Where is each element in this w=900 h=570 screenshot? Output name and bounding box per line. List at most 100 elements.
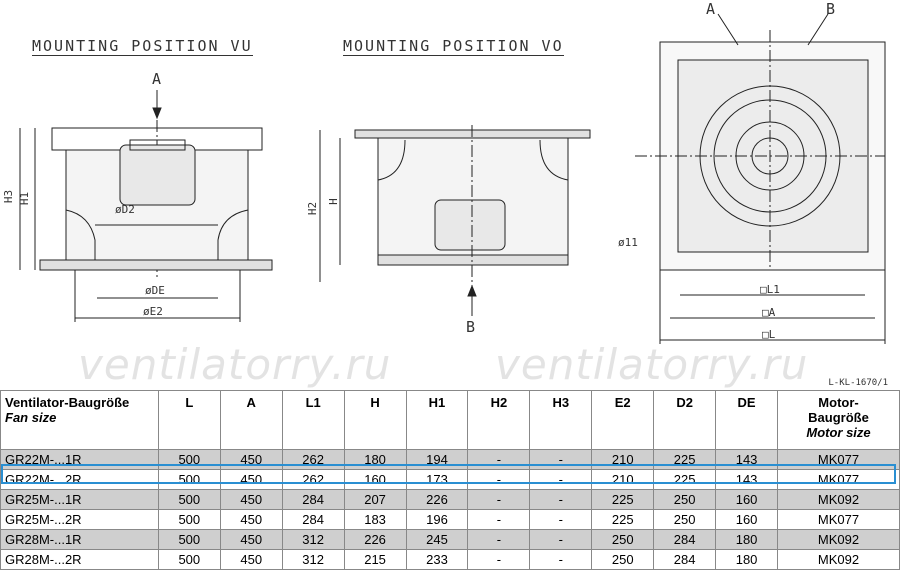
label-h1: H1: [18, 191, 32, 206]
table-cell: 210: [591, 469, 655, 490]
table-cell: 180: [715, 529, 779, 550]
label-h3: H3: [2, 189, 16, 204]
label-l: □L: [762, 328, 776, 341]
label-b-top: B: [826, 0, 836, 18]
table-cell-fan-size: GR25M-...2R: [0, 509, 159, 530]
label-e2: øE2: [143, 305, 163, 318]
table-cell: 160: [715, 509, 779, 530]
header-e2: E2: [591, 390, 655, 450]
table-cell: 500: [157, 489, 221, 510]
table-cell: MK092: [777, 529, 900, 550]
table-cell: 500: [157, 449, 221, 470]
table-cell: 500: [157, 469, 221, 490]
view-vo-drawing: [319, 125, 591, 316]
label-h2: H2: [306, 201, 320, 216]
table-cell: 245: [405, 529, 469, 550]
label-de: øDE: [145, 284, 165, 297]
table-cell: 143: [715, 449, 779, 470]
label-hole-diameter: ø11: [618, 236, 638, 249]
table-cell: 194: [405, 449, 469, 470]
header-d2: D2: [653, 390, 717, 450]
table-cell: 215: [343, 549, 407, 570]
watermark-left: ventilatorry.ru: [78, 340, 392, 389]
table-cell: 450: [219, 509, 283, 530]
label-a-top: A: [706, 0, 716, 18]
technical-drawing: [19, 13, 886, 344]
table-cell: 262: [281, 449, 345, 470]
table-cell: 160: [343, 469, 407, 490]
watermark-right: ventilatorry.ru: [495, 340, 809, 389]
table-cell: 207: [343, 489, 407, 510]
header-motor-size: Motor- Baugröße Motor size: [777, 390, 900, 450]
view-top-drawing: [635, 13, 886, 344]
table-cell: 225: [591, 509, 655, 530]
table-cell: 284: [653, 529, 717, 550]
table-cell: -: [529, 469, 593, 490]
table-cell: -: [467, 529, 531, 550]
table-cell: 500: [157, 529, 221, 550]
table-cell-fan-size: GR28M-...2R: [0, 549, 159, 570]
table-cell: 160: [715, 489, 779, 510]
table-cell-fan-size: GR22M-...1R: [0, 449, 159, 470]
header-a: A: [219, 390, 283, 450]
table-cell: 312: [281, 529, 345, 550]
table-cell: 226: [405, 489, 469, 510]
table-cell: 173: [405, 469, 469, 490]
table-cell: 226: [343, 529, 407, 550]
table-cell: MK077: [777, 469, 900, 490]
table-cell-fan-size: GR28M-...1R: [0, 529, 159, 550]
dimensions-table: Ventilator-Baugröße Fan size L A L1 H H1…: [0, 390, 900, 570]
header-l1: L1: [281, 390, 345, 450]
label-b-vo: B: [466, 318, 476, 336]
header-h1: H1: [405, 390, 469, 450]
table-cell: 450: [219, 469, 283, 490]
label-l1: □L1: [760, 283, 780, 296]
label-d2: øD2: [115, 203, 135, 216]
header-fan-size-de: Ventilator-Baugröße: [5, 395, 130, 410]
table-cell: 450: [219, 529, 283, 550]
table-cell: 225: [653, 449, 717, 470]
table-cell: -: [467, 509, 531, 530]
header-motor-en: Motor size: [806, 425, 871, 440]
table-cell: 225: [591, 489, 655, 510]
table-cell: 284: [653, 549, 717, 570]
header-fan-size: Ventilator-Baugröße Fan size: [0, 390, 159, 450]
table-cell: MK077: [777, 449, 900, 470]
header-de: DE: [715, 390, 779, 450]
table-cell: 450: [219, 489, 283, 510]
table-cell: -: [467, 449, 531, 470]
label-h: H: [326, 198, 340, 205]
table-cell: 180: [343, 449, 407, 470]
header-h: H: [343, 390, 407, 450]
table-cell: 196: [405, 509, 469, 530]
table-cell: 210: [591, 449, 655, 470]
header-motor-de-1: Motor-: [818, 395, 859, 410]
header-h3: H3: [529, 390, 593, 450]
table-cell: MK092: [777, 489, 900, 510]
table-cell: -: [529, 509, 593, 530]
table-cell: 284: [281, 509, 345, 530]
table-cell: 284: [281, 489, 345, 510]
title-mounting-vu: MOUNTING POSITION VU: [32, 37, 253, 56]
table-cell: 225: [653, 469, 717, 490]
table-cell: 250: [653, 509, 717, 530]
table-cell: MK077: [777, 509, 900, 530]
table-cell: 143: [715, 469, 779, 490]
table-cell: 500: [157, 509, 221, 530]
table-cell-fan-size: GR25M-...1R: [0, 489, 159, 510]
table-cell: 262: [281, 469, 345, 490]
header-l: L: [157, 390, 221, 450]
table-cell: -: [467, 469, 531, 490]
table-cell: -: [529, 529, 593, 550]
label-a-dimension: □A: [762, 306, 776, 319]
table-cell: -: [529, 489, 593, 510]
table-header-row: Ventilator-Baugröße Fan size L A L1 H H1…: [0, 390, 900, 450]
drawing-reference: L-KL-1670/1: [828, 378, 888, 388]
title-mounting-vo: MOUNTING POSITION VO: [343, 37, 564, 56]
table-cell: 450: [219, 449, 283, 470]
